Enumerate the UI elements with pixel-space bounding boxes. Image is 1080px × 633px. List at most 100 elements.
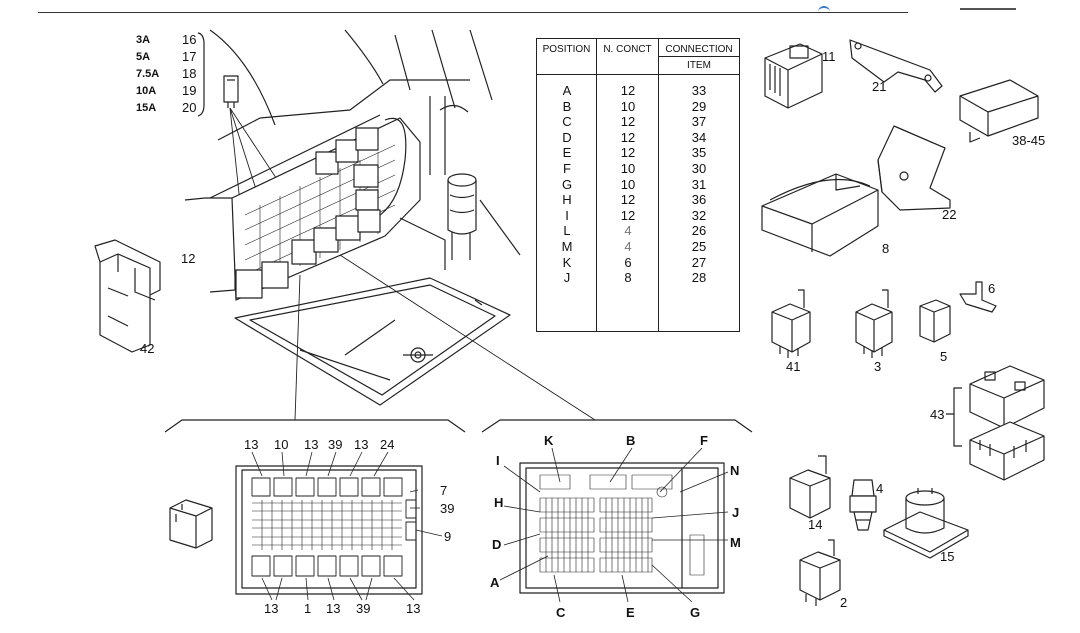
table-divider xyxy=(596,75,597,331)
part-label-41: 41 xyxy=(786,359,801,374)
rear-label-D: D xyxy=(492,537,502,552)
header-item-label: ITEM xyxy=(687,60,711,71)
solenoid-15 xyxy=(883,488,969,559)
front-label-bottom: 13 xyxy=(326,601,341,616)
table-row: B 10 29 xyxy=(537,99,741,116)
clip-6 xyxy=(959,281,997,313)
n-conct-cell: 4 xyxy=(624,223,632,239)
rear-label-H: H xyxy=(494,495,504,510)
table-row: L 4 26 xyxy=(537,223,741,240)
front-label-bottom: 1 xyxy=(304,601,312,616)
detail-leader-lines xyxy=(294,254,596,421)
fuse-item: 16 xyxy=(182,32,197,47)
position-cell: C xyxy=(562,114,572,130)
front-label-top: 24 xyxy=(380,437,395,452)
position-cell: J xyxy=(563,270,571,286)
relay-41 xyxy=(771,289,811,358)
part-label-42: 42 xyxy=(140,341,155,356)
bracket-42 xyxy=(94,239,161,353)
rear-label-G: G xyxy=(690,605,701,620)
front-label-top: 13 xyxy=(244,437,259,452)
front-view-leaders xyxy=(251,451,443,601)
fuse-item: 18 xyxy=(182,66,197,81)
front-label-bottom: 39 xyxy=(356,601,371,616)
item-cell: 26 xyxy=(691,223,707,239)
module-38-45 xyxy=(959,79,1039,143)
n-conct-cell: 12 xyxy=(620,192,636,208)
position-cell: L xyxy=(563,223,571,239)
item-cell: 35 xyxy=(691,145,707,161)
n-conct-cell: 10 xyxy=(620,161,636,176)
part-label-4: 4 xyxy=(876,481,884,496)
rear-view-bracket xyxy=(481,419,753,433)
rear-label-J: J xyxy=(732,505,740,520)
n-conct-cell: 12 xyxy=(620,83,636,98)
rear-label-C: C xyxy=(556,605,566,620)
front-label-top: 13 xyxy=(304,437,319,452)
front-label-bottom: 13 xyxy=(406,601,421,616)
header-connection-label: CONNECTION xyxy=(659,39,739,57)
fuse-item: 20 xyxy=(182,100,197,115)
front-label-right: 7 xyxy=(440,483,448,498)
plate-21 xyxy=(849,39,943,93)
rear-label-K: K xyxy=(544,433,554,448)
position-cell: I xyxy=(565,207,569,223)
part-label-11: 11 xyxy=(822,49,836,64)
part-label-5: 5 xyxy=(940,349,948,364)
header-position: POSITION xyxy=(537,39,597,75)
item-cell: 30 xyxy=(691,161,707,176)
table-divider xyxy=(658,75,659,331)
position-cell: F xyxy=(563,161,571,176)
rear-view-leaders xyxy=(499,447,729,603)
position-cell: H xyxy=(562,192,572,208)
n-conct-cell: 6 xyxy=(624,254,632,270)
item-cell: 27 xyxy=(691,254,707,270)
relay-5 xyxy=(919,299,951,343)
part-label-14: 14 xyxy=(808,517,823,532)
rear-label-F: F xyxy=(700,433,708,448)
item-cell: 25 xyxy=(691,239,707,254)
fuse-holder-43 xyxy=(946,365,1045,481)
rear-label-N: N xyxy=(730,463,740,478)
relay-2 xyxy=(799,539,841,606)
rear-view-box xyxy=(519,462,725,594)
fuse-icon xyxy=(223,75,239,108)
header-rule xyxy=(38,12,908,13)
relay-detached xyxy=(169,499,213,549)
header-corner-mark xyxy=(960,8,1016,10)
rear-label-I: I xyxy=(496,453,500,468)
part-label-38-45: 38-45 xyxy=(1012,133,1046,148)
part-label-8: 8 xyxy=(882,241,890,256)
part-label-2: 2 xyxy=(840,595,848,610)
part-label-15: 15 xyxy=(940,549,955,564)
item-cell: 37 xyxy=(691,114,707,130)
rear-label-E: E xyxy=(626,605,635,620)
front-label-right: 39 xyxy=(440,501,455,516)
table-row: H 12 36 xyxy=(537,192,741,209)
n-conct-cell: 10 xyxy=(620,98,636,114)
header-n-conct: N. CONCT xyxy=(597,39,659,75)
fuse-rating: 3A xyxy=(136,34,151,46)
position-cell: M xyxy=(561,239,573,254)
item-cell: 36 xyxy=(691,192,707,208)
rear-label-B: B xyxy=(626,433,636,448)
item-cell: 29 xyxy=(691,98,707,114)
position-cell: G xyxy=(561,176,573,192)
n-conct-cell: 4 xyxy=(624,239,632,254)
n-conct-cell: 12 xyxy=(620,207,636,223)
part-label-6: 6 xyxy=(988,281,996,296)
fuse-rating: 5A xyxy=(136,51,151,63)
module-11 xyxy=(764,43,823,109)
table-row: M 4 25 xyxy=(537,239,741,256)
fuse-item: 17 xyxy=(182,49,197,64)
n-conct-cell: 8 xyxy=(624,270,632,286)
position-cell: B xyxy=(562,98,572,114)
dashboard-illustration xyxy=(184,29,521,406)
header-connection: CONNECTION ITEM xyxy=(659,39,739,75)
